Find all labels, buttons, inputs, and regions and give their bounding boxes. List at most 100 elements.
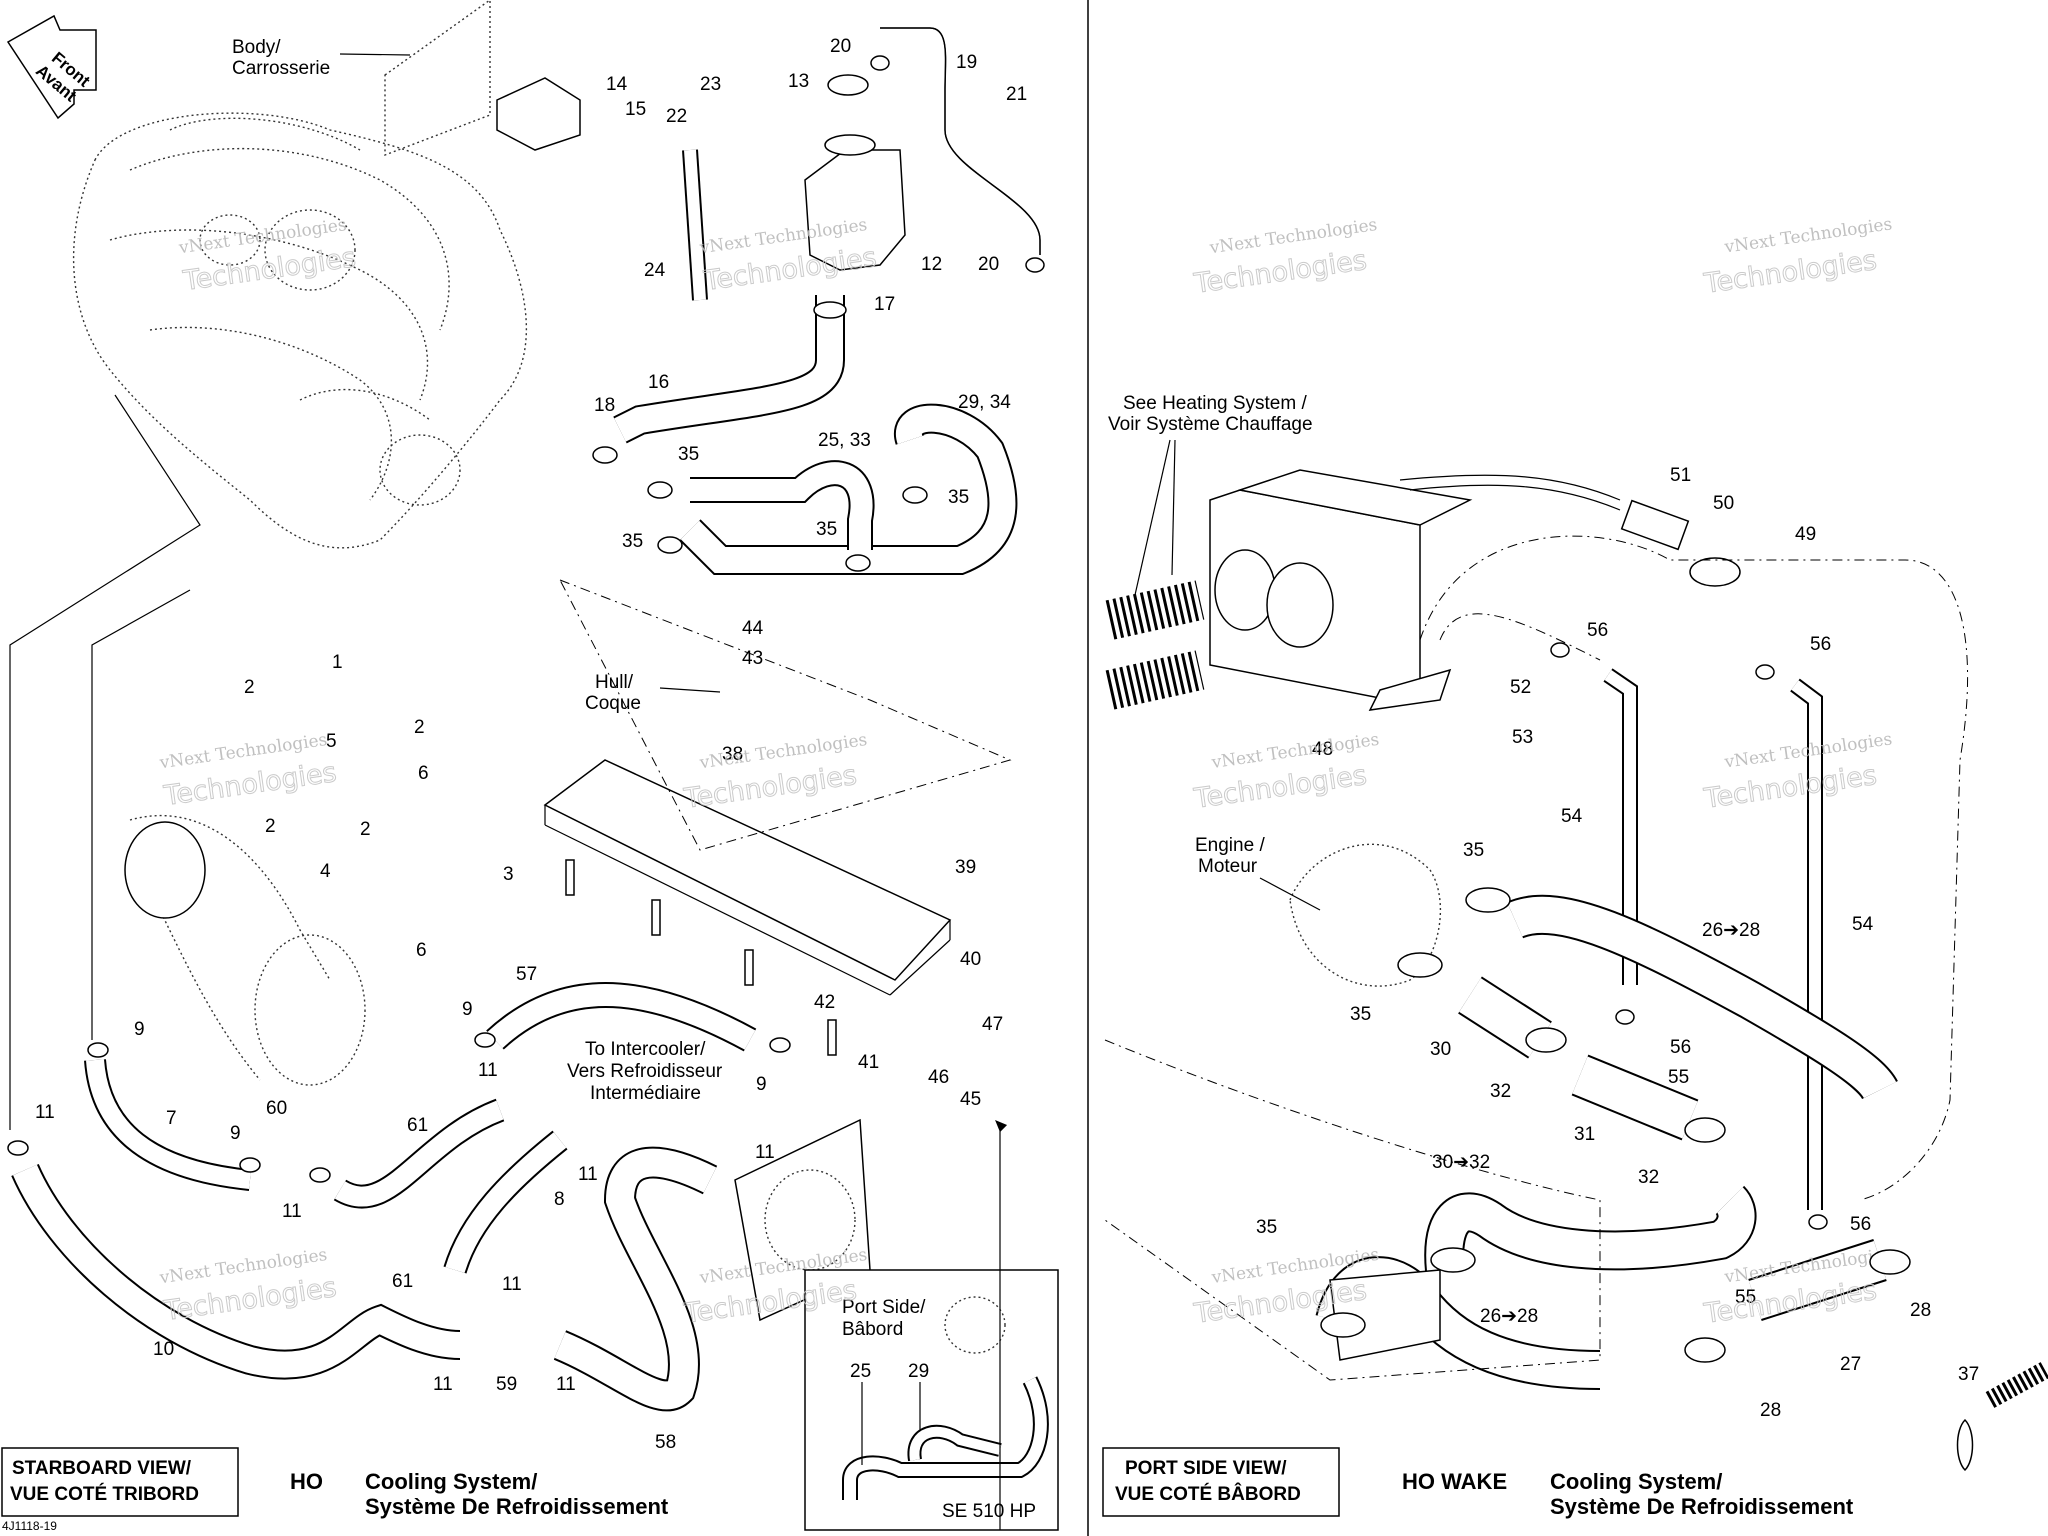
callout-11a: 11 xyxy=(35,1102,55,1123)
callout-53: 53 xyxy=(1512,727,1533,748)
engine-label-fr: Moteur xyxy=(1198,856,1258,877)
callout-43: 43 xyxy=(742,648,763,669)
callout-10: 10 xyxy=(153,1339,174,1360)
callout-26-28a: 26➔28 xyxy=(1702,920,1760,941)
callout-27: 27 xyxy=(1840,1354,1861,1375)
hull-plate: Hull/ Coque xyxy=(543,579,1012,996)
callout-11h: 11 xyxy=(556,1374,576,1395)
callout-47: 47 xyxy=(982,1014,1003,1035)
left-view-line2: VUE COTÉ TRIBORD xyxy=(10,1483,199,1505)
callout-45: 45 xyxy=(960,1089,981,1110)
bolts xyxy=(565,859,837,1056)
callout-44: 44 xyxy=(742,618,764,639)
callout-35c: 35 xyxy=(816,519,837,540)
callout-20b: 20 xyxy=(978,254,999,275)
callout-28a: 28 xyxy=(1910,1300,1931,1321)
callout-1: 1 xyxy=(332,652,343,673)
callout-11c: 11 xyxy=(282,1201,302,1222)
callout-9c: 9 xyxy=(230,1123,241,1144)
heating-label-fr: Voir Système Chauffage xyxy=(1108,414,1313,435)
callout-16: 16 xyxy=(648,372,669,393)
callout-55a: 55 xyxy=(1668,1067,1689,1088)
cable-tie xyxy=(1956,1418,1974,1472)
inset-callout-29: 29 xyxy=(908,1361,929,1382)
muffler xyxy=(124,815,366,1086)
callout-11d: 11 xyxy=(578,1164,598,1185)
callout-35c: 35 xyxy=(1256,1217,1277,1238)
inset-callout-25: 25 xyxy=(850,1361,871,1382)
right-title-line2: Système De Refroidissement xyxy=(1550,1494,1854,1519)
callout-39: 39 xyxy=(955,857,976,878)
callout-46: 46 xyxy=(928,1067,949,1088)
callout-30-32: 30➔32 xyxy=(1432,1152,1490,1173)
callout-11e: 11 xyxy=(755,1142,775,1163)
intercooler-label-3: Intermédiaire xyxy=(590,1083,701,1104)
hull-label-en: Hull/ xyxy=(595,672,634,693)
callout-9d: 9 xyxy=(756,1074,767,1095)
callout-2b: 2 xyxy=(414,717,425,738)
callout-11f: 11 xyxy=(502,1274,522,1295)
guide-line-left xyxy=(9,394,201,1130)
callout-18: 18 xyxy=(594,395,615,416)
callout-40: 40 xyxy=(960,949,981,970)
callout-29-34: 29, 34 xyxy=(958,392,1011,413)
electrical-connector xyxy=(1399,474,1741,587)
callout-2a: 2 xyxy=(244,677,255,698)
callout-60: 60 xyxy=(266,1098,287,1119)
callout-22: 22 xyxy=(666,106,687,127)
spring-coil xyxy=(1985,1362,2048,1408)
callout-59: 59 xyxy=(496,1374,517,1395)
callout-56a: 56 xyxy=(1587,620,1608,641)
callout-3: 3 xyxy=(503,864,514,885)
callout-2d: 2 xyxy=(360,819,371,840)
inset-model-label: SE 510 HP xyxy=(942,1501,1036,1522)
callout-28b: 28 xyxy=(1760,1400,1781,1421)
callout-56d: 56 xyxy=(1850,1214,1871,1235)
callout-41: 41 xyxy=(858,1052,879,1073)
callout-8: 8 xyxy=(554,1189,565,1210)
left-model: HO xyxy=(290,1469,323,1494)
callout-35a: 35 xyxy=(1463,840,1484,861)
coolant-reservoir xyxy=(804,74,906,271)
callout-17: 17 xyxy=(874,294,895,315)
inset-title-fr: Bâbord xyxy=(842,1319,903,1340)
callout-4: 4 xyxy=(320,861,331,882)
callout-14: 14 xyxy=(606,74,628,95)
left-title-block: STARBOARD VIEW/ VUE COTÉ TRIBORD HO Cool… xyxy=(1,1447,669,1533)
callout-35a: 35 xyxy=(678,444,699,465)
left-title-line1: Cooling System/ xyxy=(365,1469,537,1494)
hull-outline-right xyxy=(1104,1039,1601,1381)
engine-block xyxy=(72,112,527,549)
callout-35b: 35 xyxy=(1350,1004,1371,1025)
inset-box: Port Side/ Bâbord 25 29 SE 510 HP xyxy=(804,1269,1059,1531)
hose-clamps xyxy=(7,55,1911,1363)
callout-31: 31 xyxy=(1574,1124,1595,1145)
callout-23: 23 xyxy=(700,74,721,95)
inset-title-en: Port Side/ xyxy=(842,1297,926,1318)
right-model: HO WAKE xyxy=(1402,1469,1507,1494)
body-label-fr: Carrosserie xyxy=(232,58,330,79)
callout-51: 51 xyxy=(1670,465,1691,486)
left-view-line1: STARBOARD VIEW/ xyxy=(12,1458,192,1479)
callout-37: 37 xyxy=(1958,1364,1979,1385)
callout-13: 13 xyxy=(788,71,809,92)
callout-42: 42 xyxy=(814,992,835,1013)
callout-26-28b: 26➔28 xyxy=(1480,1306,1538,1327)
callout-19: 19 xyxy=(956,52,977,73)
body-panel: Body/ Carrosserie xyxy=(232,0,491,157)
right-title-block: PORT SIDE VIEW/ VUE COTÉ BÂBORD HO WAKE … xyxy=(1102,1447,1854,1519)
callout-35d: 35 xyxy=(948,487,969,508)
callout-5: 5 xyxy=(326,731,337,752)
intercooler-label-2: Vers Refroidisseur xyxy=(567,1061,723,1082)
callout-12: 12 xyxy=(921,254,942,275)
callout-24: 24 xyxy=(644,260,666,281)
callout-54a: 54 xyxy=(1561,806,1583,827)
heater-box xyxy=(1209,469,1473,711)
callout-11b: 11 xyxy=(478,1060,498,1081)
callout-55b: 55 xyxy=(1735,1287,1756,1308)
callout-9b: 9 xyxy=(462,999,473,1020)
front-arrow-icon: Front Avant xyxy=(6,14,97,120)
callout-25-33: 25, 33 xyxy=(818,430,871,451)
callout-49: 49 xyxy=(1795,524,1816,545)
flex-ducts xyxy=(1105,580,1205,710)
